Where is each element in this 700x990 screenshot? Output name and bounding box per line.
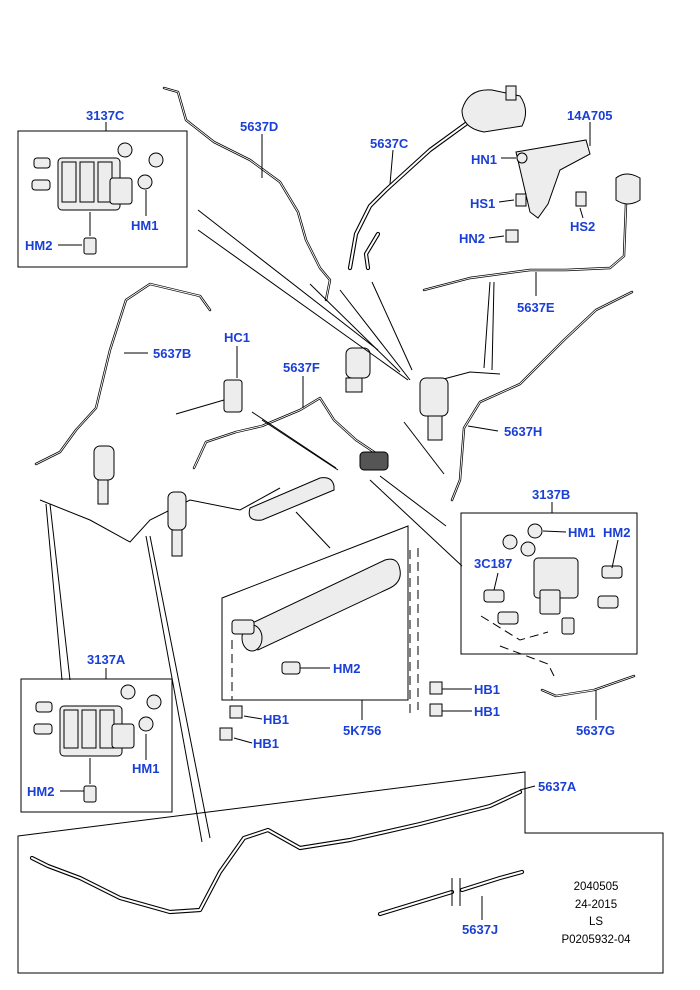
fastener-HS1 — [515, 193, 527, 207]
fastener-HN1 — [516, 152, 528, 164]
leader-lines — [45, 122, 619, 920]
label-HM2-3137C: HM2 — [25, 238, 52, 253]
fastener-HM2-mid — [281, 661, 301, 675]
bracket-HC1 — [175, 379, 243, 415]
label-HB1-right-upper: HB1 — [474, 682, 500, 697]
detail-box-3137B — [460, 512, 638, 655]
pipe-5637C — [347, 115, 477, 271]
strut-centre-left — [345, 347, 371, 393]
dashed-link-5K756 — [231, 548, 419, 716]
rear-strut-left — [167, 491, 187, 557]
label-HM1-3137A: HM1 — [132, 761, 159, 776]
label-HC1: HC1 — [224, 330, 250, 345]
label-5637D: 5637D — [240, 119, 278, 134]
front-strut-left — [93, 445, 115, 505]
label-HM2-3137B: HM2 — [603, 525, 630, 540]
accumulator-mounted — [248, 477, 335, 521]
bracket-14A705 — [515, 139, 591, 219]
fastener-HB1-c — [229, 705, 243, 719]
ref-line-4: P0205932-04 — [561, 934, 631, 946]
pipe-5637H — [450, 290, 634, 502]
label-HB1-left-lower: HB1 — [253, 736, 279, 751]
fastener-HB1-b — [429, 703, 443, 717]
label-HB1-right-lower: HB1 — [474, 704, 500, 719]
label-5637C: 5637C — [370, 136, 409, 151]
label-HM2-5K756: HM2 — [333, 661, 360, 676]
label-5637J: 5637J — [462, 922, 498, 937]
label-HM1-3137B: HM1 — [568, 525, 595, 540]
detail-box-3137C — [17, 130, 188, 268]
label-HS1: HS1 — [470, 196, 495, 211]
label-5637B: 5637B — [153, 346, 191, 361]
label-HM1-3137C: HM1 — [131, 218, 158, 233]
label-5637A: 5637A — [538, 779, 577, 794]
detail-box-5K756 — [221, 525, 409, 701]
valve-block-3137A — [33, 684, 162, 803]
accumulator-5K756 — [231, 558, 401, 652]
fastener-HS2 — [575, 191, 587, 207]
label-14A705: 14A705 — [567, 108, 613, 123]
detail-box-5637A — [17, 771, 664, 974]
label-3137A: 3137A — [87, 652, 126, 667]
valve-block-3137C — [31, 142, 164, 255]
pipe-5637G — [540, 674, 636, 698]
fastener-HB1-a — [429, 681, 443, 695]
strut-centre-right — [419, 377, 449, 441]
label-HS2: HS2 — [570, 219, 595, 234]
label-HN2: HN2 — [459, 231, 485, 246]
label-3C187: 3C187 — [474, 556, 512, 571]
label-HB1-left-upper: HB1 — [263, 712, 289, 727]
pipe-5637A-route — [39, 371, 501, 543]
valve-block-3137B — [480, 523, 623, 641]
detail-box-3137A — [20, 678, 173, 813]
label-5637E: 5637E — [517, 300, 555, 315]
label-5637H: 5637H — [504, 424, 542, 439]
label-3137B: 3137B — [532, 487, 570, 502]
reservoir-5637C — [461, 85, 526, 133]
pipe-5637B — [34, 282, 212, 466]
ref-line-3: LS — [589, 916, 603, 928]
fastener-HN2 — [505, 229, 519, 243]
label-5637F: 5637F — [283, 360, 320, 375]
pipe-5637F — [192, 396, 382, 470]
fastener-HB1-d — [219, 727, 233, 741]
label-HM2-3137A: HM2 — [27, 784, 54, 799]
label-HN1: HN1 — [471, 152, 497, 167]
valve-unit-centre — [359, 451, 389, 471]
label-5K756: 5K756 — [343, 723, 381, 738]
ref-line-1: 2040505 — [574, 881, 619, 893]
ref-line-2: 24-2015 — [575, 899, 617, 911]
pipe-5637E — [422, 202, 628, 292]
label-5637G: 5637G — [576, 723, 615, 738]
label-3137C: 3137C — [86, 108, 125, 123]
canister-5637E — [615, 173, 641, 205]
